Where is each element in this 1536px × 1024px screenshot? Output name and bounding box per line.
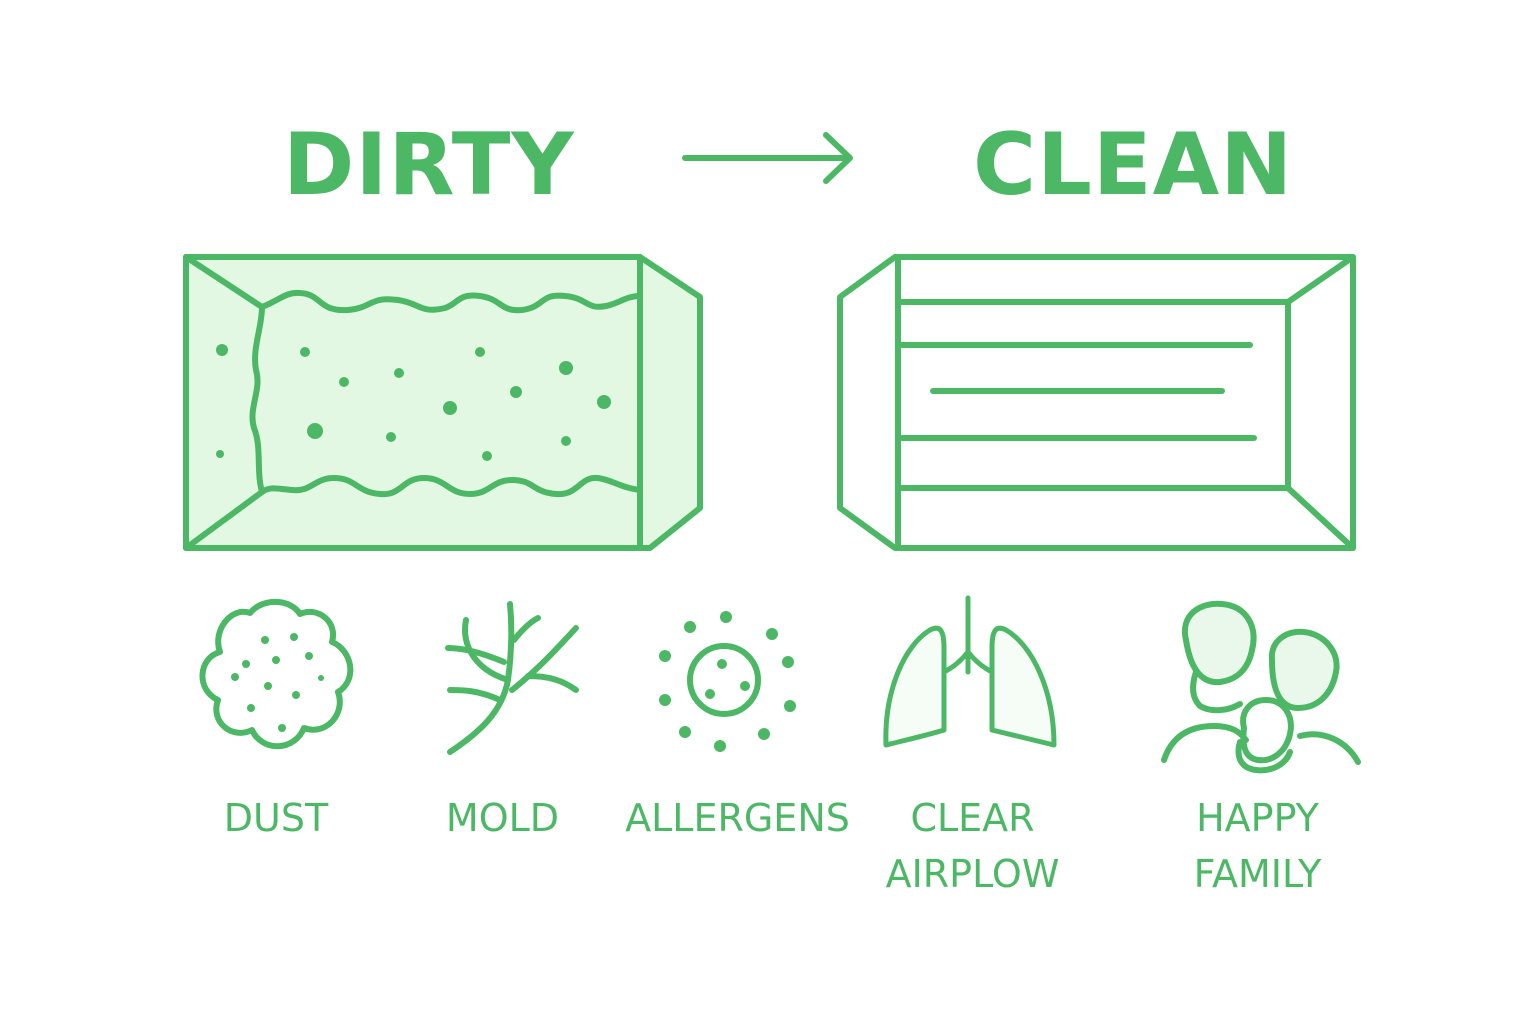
clear-airflow-label-line2: AIRPLOW [885,852,1060,896]
clean-filter-icon [837,254,1356,551]
family-icon [1161,600,1361,774]
dust-icon [199,598,354,750]
dirty-filter-icon [183,254,703,551]
allergens-icon [659,611,796,752]
happy-family-label-line1: HAPPY [1196,796,1319,840]
clear-airflow-label-line1: CLEAR [910,796,1035,840]
arrow-right-icon [682,132,853,184]
clean-heading: CLEAN [973,115,1294,215]
mold-icon [445,601,579,755]
lungs-icon [883,595,1057,748]
happy-family-label-line2: FAMILY [1193,852,1322,896]
allergens-label: ALLERGENS [625,796,850,840]
dirty-heading: DIRTY [283,115,575,215]
dust-label: DUST [223,796,329,840]
mold-label: MOLD [445,796,560,840]
